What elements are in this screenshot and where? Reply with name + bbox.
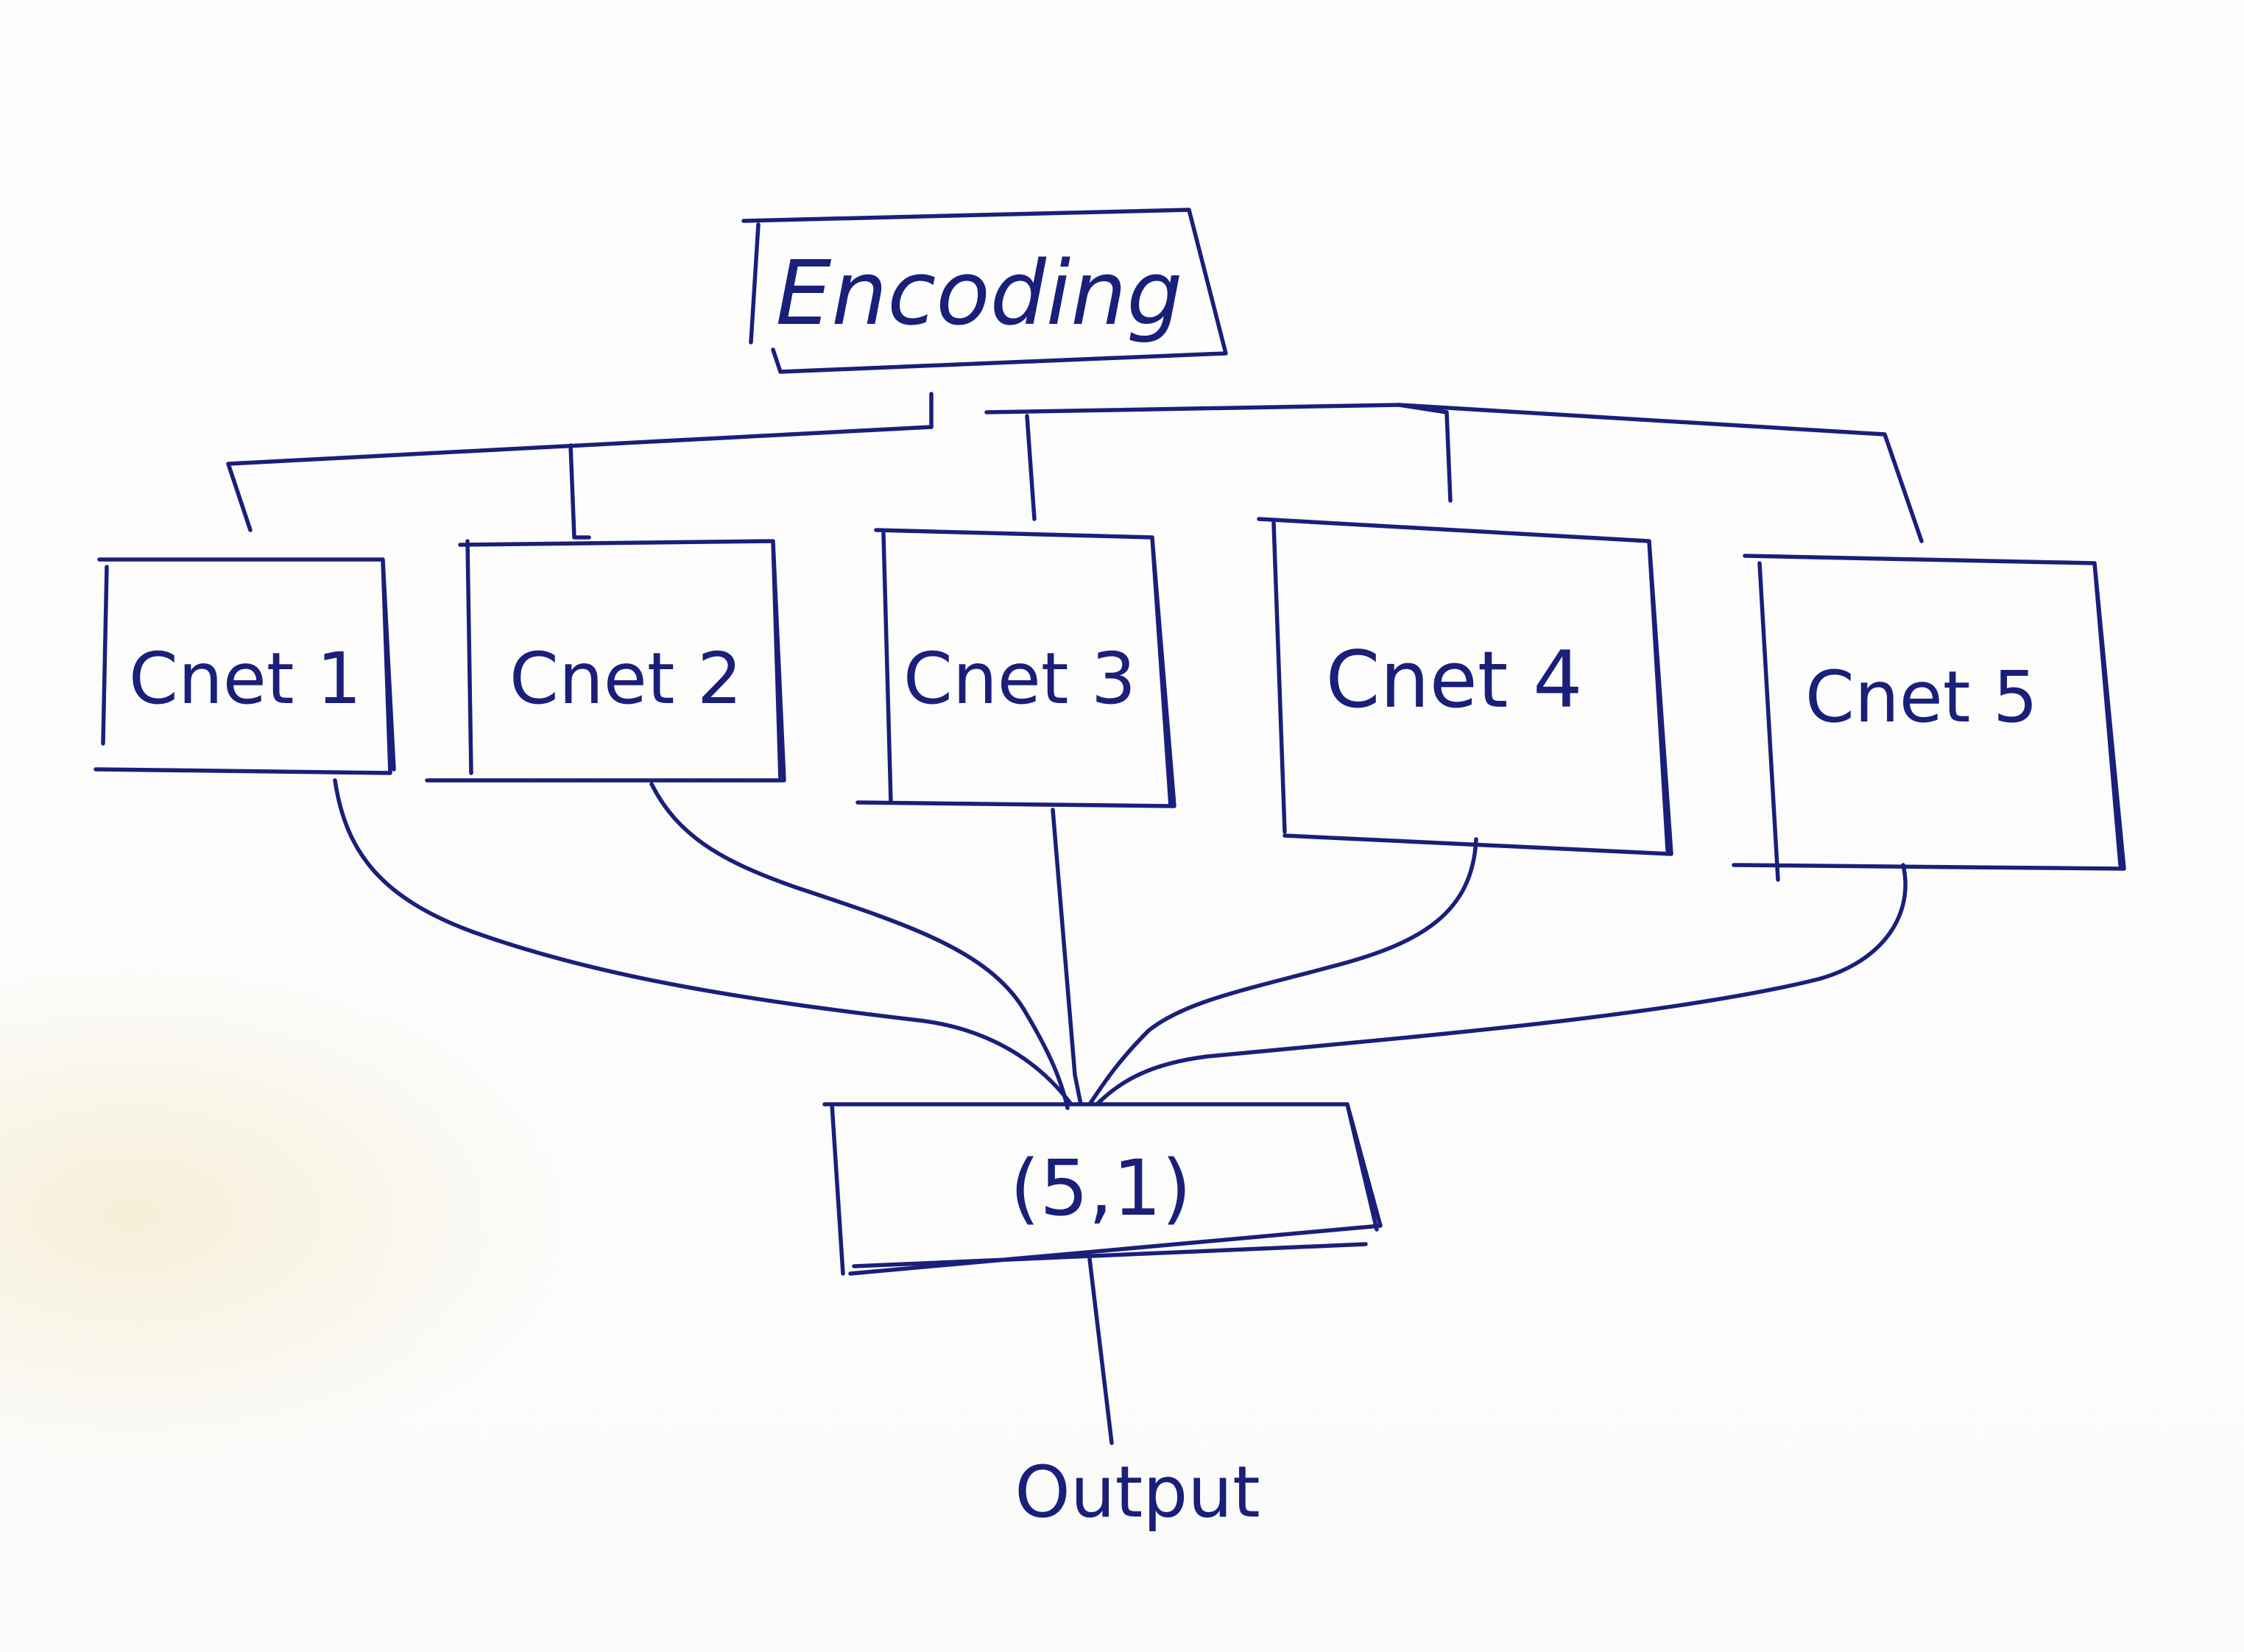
cnet-label-4: Cnet 4 — [1325, 635, 1582, 725]
edge-cnet5-merge — [1095, 863, 1908, 1106]
cnet-box-4 — [1257, 517, 1673, 856]
cnet-node-4: Cnet 4 — [1257, 517, 1673, 856]
cnet-node-1: Cnet 1 — [94, 557, 396, 775]
edge-cnet3-merge — [1051, 808, 1083, 1106]
output-group: Output — [1015, 1257, 1260, 1533]
edge-merge-output — [1087, 1257, 1114, 1445]
bus-right — [1397, 403, 1924, 543]
edge-cnet2-merge — [649, 782, 1070, 1110]
cnet-label-5: Cnet 5 — [1805, 656, 2038, 738]
encoding-node: Encoding — [741, 208, 1228, 374]
cnet-box-5 — [1732, 554, 2126, 882]
input-bus — [226, 392, 1924, 543]
cnet-node-3: Cnet 3 — [855, 528, 1176, 808]
cnet-label-1: Cnet 1 — [129, 638, 361, 720]
merge-connectors — [333, 778, 1908, 1110]
encoding-box — [741, 208, 1228, 374]
bus-right-top — [984, 403, 1453, 503]
edge-cnet1-merge — [333, 778, 1073, 1106]
cnet-node-2: Cnet 2 — [425, 539, 786, 783]
bus-branch-3 — [1025, 414, 1037, 521]
cnet-box-2 — [425, 539, 786, 783]
output-label: Output — [1015, 1451, 1260, 1533]
cnet-label-2: Cnet 2 — [509, 638, 742, 720]
merge-node: (5,1) — [822, 1102, 1383, 1276]
cnet-box-1 — [94, 557, 396, 775]
encoding-label: Encoding — [775, 243, 1182, 345]
merge-label: (5,1) — [1010, 1143, 1192, 1233]
bus-left — [226, 425, 934, 532]
cnet-box-3 — [855, 528, 1176, 808]
edge-cnet4-merge — [1087, 837, 1478, 1106]
merge-box — [822, 1102, 1383, 1276]
cnet-label-3: Cnet 3 — [903, 638, 1136, 720]
bus-branch-2 — [568, 443, 591, 540]
cnet-node-5: Cnet 5 — [1732, 554, 2126, 882]
